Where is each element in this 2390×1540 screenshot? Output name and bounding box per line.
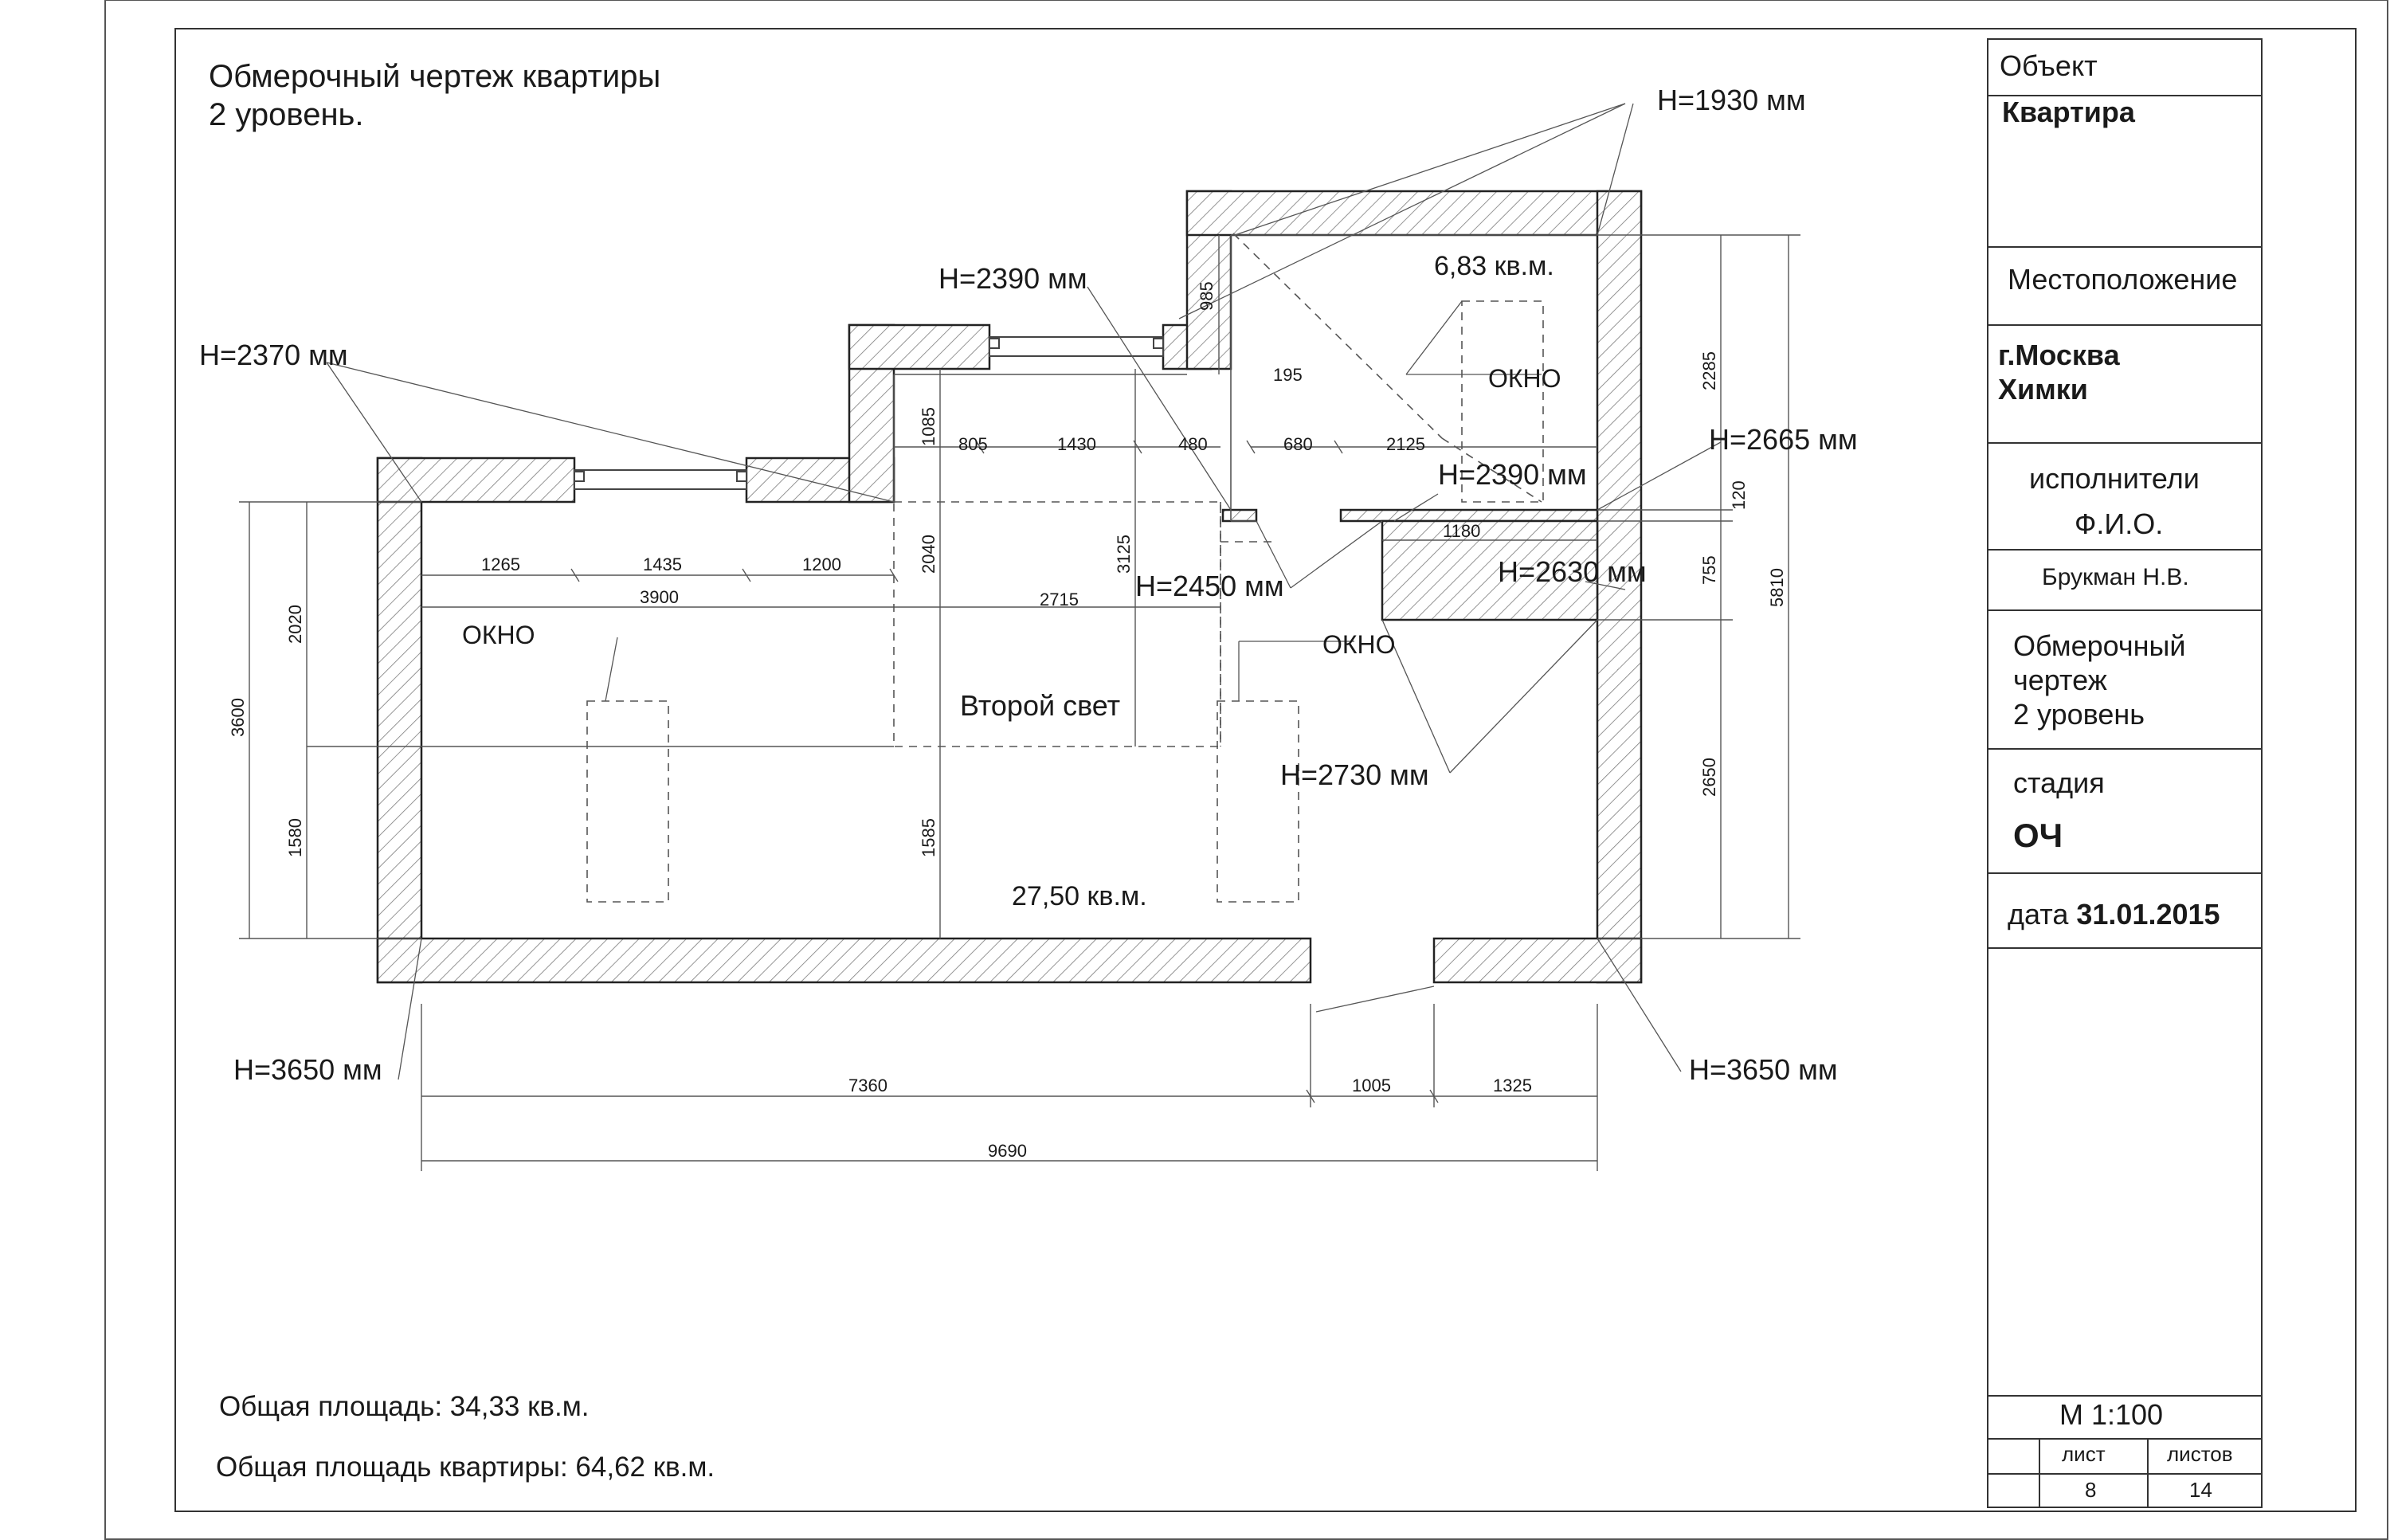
dim-2715: 2715 bbox=[1040, 590, 1079, 609]
object-label: Объект bbox=[2000, 49, 2098, 82]
stage-value: ОЧ bbox=[2013, 817, 2063, 854]
dim-805: 805 bbox=[958, 434, 988, 454]
window-left-marker bbox=[586, 700, 669, 903]
inner-outlines bbox=[893, 234, 1597, 522]
dim-5810: 5810 bbox=[1767, 568, 1787, 607]
wall-windows bbox=[574, 336, 1164, 490]
dim-2125: 2125 bbox=[1386, 434, 1425, 454]
dim-1085: 1085 bbox=[919, 407, 938, 446]
dim-2020: 2020 bbox=[285, 605, 305, 644]
dim-1580: 1580 bbox=[285, 818, 305, 857]
date-label: дата bbox=[2008, 898, 2069, 931]
window-right-marker bbox=[1217, 700, 1299, 903]
doc-title-line3: 2 уровень bbox=[2013, 698, 2145, 731]
dim-1585: 1585 bbox=[919, 818, 938, 857]
outer-frame bbox=[104, 0, 2388, 1540]
dim-1430: 1430 bbox=[1057, 434, 1096, 454]
fio-label: Ф.И.О. bbox=[2075, 507, 2164, 540]
dim-195: 195 bbox=[1273, 365, 1303, 385]
dim-1325: 1325 bbox=[1493, 1076, 1532, 1095]
dim-1180: 1180 bbox=[1443, 521, 1480, 541]
apartment-area-note: Общая площадь квартиры: 64,62 кв.м. bbox=[216, 1452, 715, 1483]
dim-7360: 7360 bbox=[848, 1076, 887, 1095]
height-2450: H=2450 мм bbox=[1135, 570, 1284, 602]
partition-b bbox=[1339, 508, 1599, 523]
height-2730: H=2730 мм bbox=[1280, 758, 1429, 791]
height-2390-top: H=2390 мм bbox=[938, 262, 1087, 295]
wall-middle-block bbox=[1381, 519, 1599, 621]
performer-name: Брукман Н.В. bbox=[2042, 564, 2189, 590]
window-label-right: ОКНО bbox=[1322, 630, 1396, 659]
dim-1200: 1200 bbox=[802, 554, 841, 574]
sheets-value: 14 bbox=[2189, 1478, 2212, 1502]
object-value: Квартира bbox=[2002, 96, 2135, 128]
height-2370: H=2370 мм bbox=[199, 339, 348, 371]
dim-120: 120 bbox=[1729, 480, 1749, 510]
scale-value: М 1:100 bbox=[2059, 1398, 2164, 1431]
dim-1435: 1435 bbox=[643, 554, 682, 574]
performers-label: исполнители bbox=[2029, 462, 2200, 495]
second-light-dashed bbox=[586, 233, 1544, 903]
second-light-label: Второй свет bbox=[960, 689, 1120, 722]
dim-2650: 2650 bbox=[1699, 758, 1719, 797]
window-opening-top-mid bbox=[989, 336, 1164, 357]
wall-small-room-top bbox=[1185, 190, 1643, 237]
location-line1: г.Москва bbox=[1998, 339, 2120, 371]
window-small-marker bbox=[1461, 300, 1544, 503]
total-area-note: Общая площадь: 34,33 кв.м. bbox=[219, 1391, 590, 1422]
wall-small-room-right bbox=[1596, 190, 1643, 984]
inner-frame bbox=[174, 28, 2357, 1512]
window-label-left: ОКНО bbox=[462, 621, 535, 649]
date-row: дата 31.01.2015 bbox=[2008, 898, 2220, 931]
doc-title-line2: чертеж bbox=[2013, 664, 2107, 696]
dim-2285: 2285 bbox=[1699, 351, 1719, 390]
height-3650-left: H=3650 мм bbox=[233, 1053, 382, 1086]
dim-3900: 3900 bbox=[640, 587, 679, 607]
dim-755: 755 bbox=[1699, 555, 1719, 585]
wall-step-top bbox=[848, 323, 991, 370]
dim-3600: 3600 bbox=[228, 698, 248, 737]
stage-label: стадия bbox=[2013, 766, 2105, 799]
dimension-lines bbox=[239, 234, 1800, 1171]
sheet-value: 8 bbox=[2085, 1478, 2097, 1502]
height-2665: H=2665 мм bbox=[1709, 423, 1858, 456]
height-3650-right: H=3650 мм bbox=[1689, 1053, 1838, 1086]
main-room-area: 27,50 кв.м. bbox=[1012, 881, 1147, 911]
dim-1265: 1265 bbox=[481, 554, 520, 574]
sheet-label: лист bbox=[2062, 1442, 2106, 1466]
dim-3125: 3125 bbox=[1114, 535, 1134, 574]
drawing-title: Обмерочный чертеж квартиры 2 уровень. bbox=[209, 57, 660, 134]
wall-bottom-left bbox=[376, 937, 1312, 984]
small-room-area: 6,83 кв.м. bbox=[1434, 251, 1554, 281]
dim-680: 680 bbox=[1283, 434, 1313, 454]
sheets-label: листов bbox=[2167, 1442, 2233, 1466]
window-opening-top-left bbox=[574, 469, 747, 490]
wall-left bbox=[376, 457, 423, 984]
wall-bottom-right bbox=[1432, 937, 1643, 984]
doc-title-line1: Обмерочный bbox=[2013, 629, 2186, 662]
height-2630: H=2630 мм bbox=[1498, 555, 1647, 588]
location-line2: Химки bbox=[1998, 373, 2088, 406]
dim-1005: 1005 bbox=[1352, 1076, 1391, 1095]
dim-985: 985 bbox=[1197, 281, 1217, 311]
leader-lines bbox=[326, 103, 1722, 1080]
dim-9690: 9690 bbox=[988, 1141, 1027, 1161]
title-block bbox=[1987, 38, 2263, 1508]
window-label-small: ОКНО bbox=[1488, 364, 1561, 393]
drawing-title-line1: Обмерочный чертеж квартиры bbox=[209, 59, 661, 94]
walls bbox=[376, 190, 1643, 984]
dim-2040: 2040 bbox=[919, 535, 938, 574]
date-value: 31.01.2015 bbox=[2076, 898, 2220, 931]
dim-480: 480 bbox=[1178, 434, 1208, 454]
drawing-title-line2: 2 уровень. bbox=[209, 97, 364, 132]
height-1930: H=1930 мм bbox=[1657, 84, 1806, 116]
height-2390-mid: H=2390 мм bbox=[1438, 458, 1587, 491]
location-label: Местоположение bbox=[2008, 263, 2238, 296]
partition-a bbox=[1221, 508, 1258, 523]
